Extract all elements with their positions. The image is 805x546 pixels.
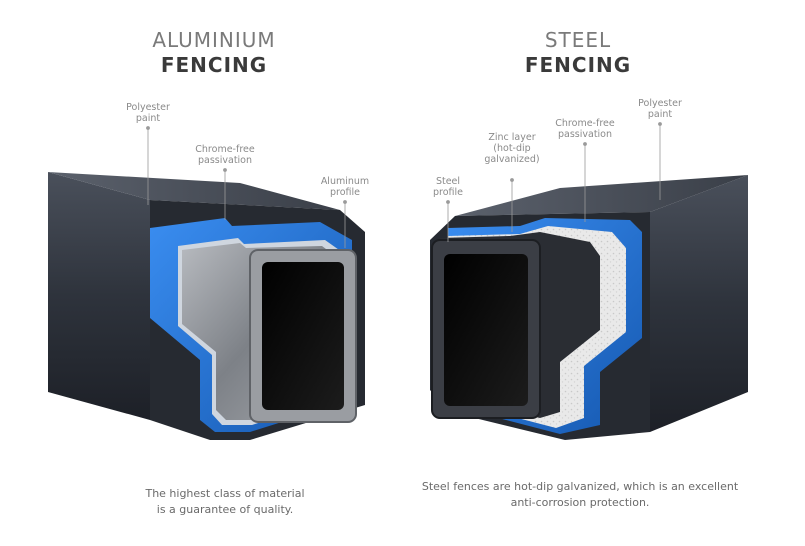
aluminium-body <box>48 172 150 420</box>
leader-dot <box>343 200 347 204</box>
steel-tube-inner <box>444 254 528 406</box>
label-line: profile <box>329 187 360 198</box>
label-line: paint <box>135 113 161 124</box>
label-line: Chrome-free <box>195 144 255 155</box>
label-line: profile <box>432 187 463 198</box>
label-steel-profile: Steel profile <box>428 176 468 198</box>
leader-dot <box>446 200 450 204</box>
aluminium-tube-inner <box>262 262 344 410</box>
aluminium-title-bold: FENCING <box>160 53 268 77</box>
label-line: Polyester <box>126 102 170 113</box>
label-alu-polyester: Polyester paint <box>126 102 170 124</box>
caption-line: is a guarantee of quality. <box>156 503 294 516</box>
steel-top-face <box>455 175 748 216</box>
caption-line: Steel fences are hot-dip galvanized, whi… <box>421 480 739 493</box>
label-line: galvanized) <box>484 154 540 165</box>
aluminium-caption: The highest class of material is a guara… <box>100 486 350 518</box>
label-line: Polyester <box>638 98 682 109</box>
aluminium-top-face <box>48 172 340 210</box>
aluminium-title-light: ALUMINIUM <box>152 28 276 52</box>
label-line: Chrome-free <box>555 118 615 129</box>
label-steel-zinc: Zinc layer (hot-dip galvanized) <box>484 132 540 165</box>
aluminium-profile-illustration <box>48 172 365 440</box>
leader-dot <box>583 142 587 146</box>
leader-lines <box>146 122 662 248</box>
caption-line: anti-corrosion protection. <box>510 496 650 509</box>
label-steel-polyester: Polyester paint <box>638 98 682 120</box>
steel-caption: Steel fences are hot-dip galvanized, whi… <box>420 479 740 511</box>
steel-profile-illustration <box>430 175 748 440</box>
label-line: Aluminum <box>320 176 370 187</box>
leader-dot <box>658 122 662 126</box>
label-line: passivation <box>557 129 613 140</box>
leader-dot <box>223 168 227 172</box>
aluminium-title: ALUMINIUM FENCING <box>84 28 344 78</box>
label-line: Zinc layer <box>488 132 536 143</box>
label-line: Steel <box>435 176 461 187</box>
label-line: (hot-dip <box>493 143 531 154</box>
label-alu-chrome: Chrome-free passivation <box>192 144 258 166</box>
steel-title: STEEL FENCING <box>448 28 708 78</box>
steel-title-bold: FENCING <box>524 53 632 77</box>
label-alu-profile: Aluminum profile <box>318 176 372 198</box>
leader-dot <box>510 178 514 182</box>
label-line: paint <box>647 109 673 120</box>
label-steel-chrome: Chrome-free passivation <box>552 118 618 140</box>
steel-title-light: STEEL <box>544 28 612 52</box>
leader-dot <box>146 126 150 130</box>
caption-line: The highest class of material <box>145 487 305 500</box>
label-line: passivation <box>197 155 253 166</box>
steel-body <box>650 175 748 432</box>
